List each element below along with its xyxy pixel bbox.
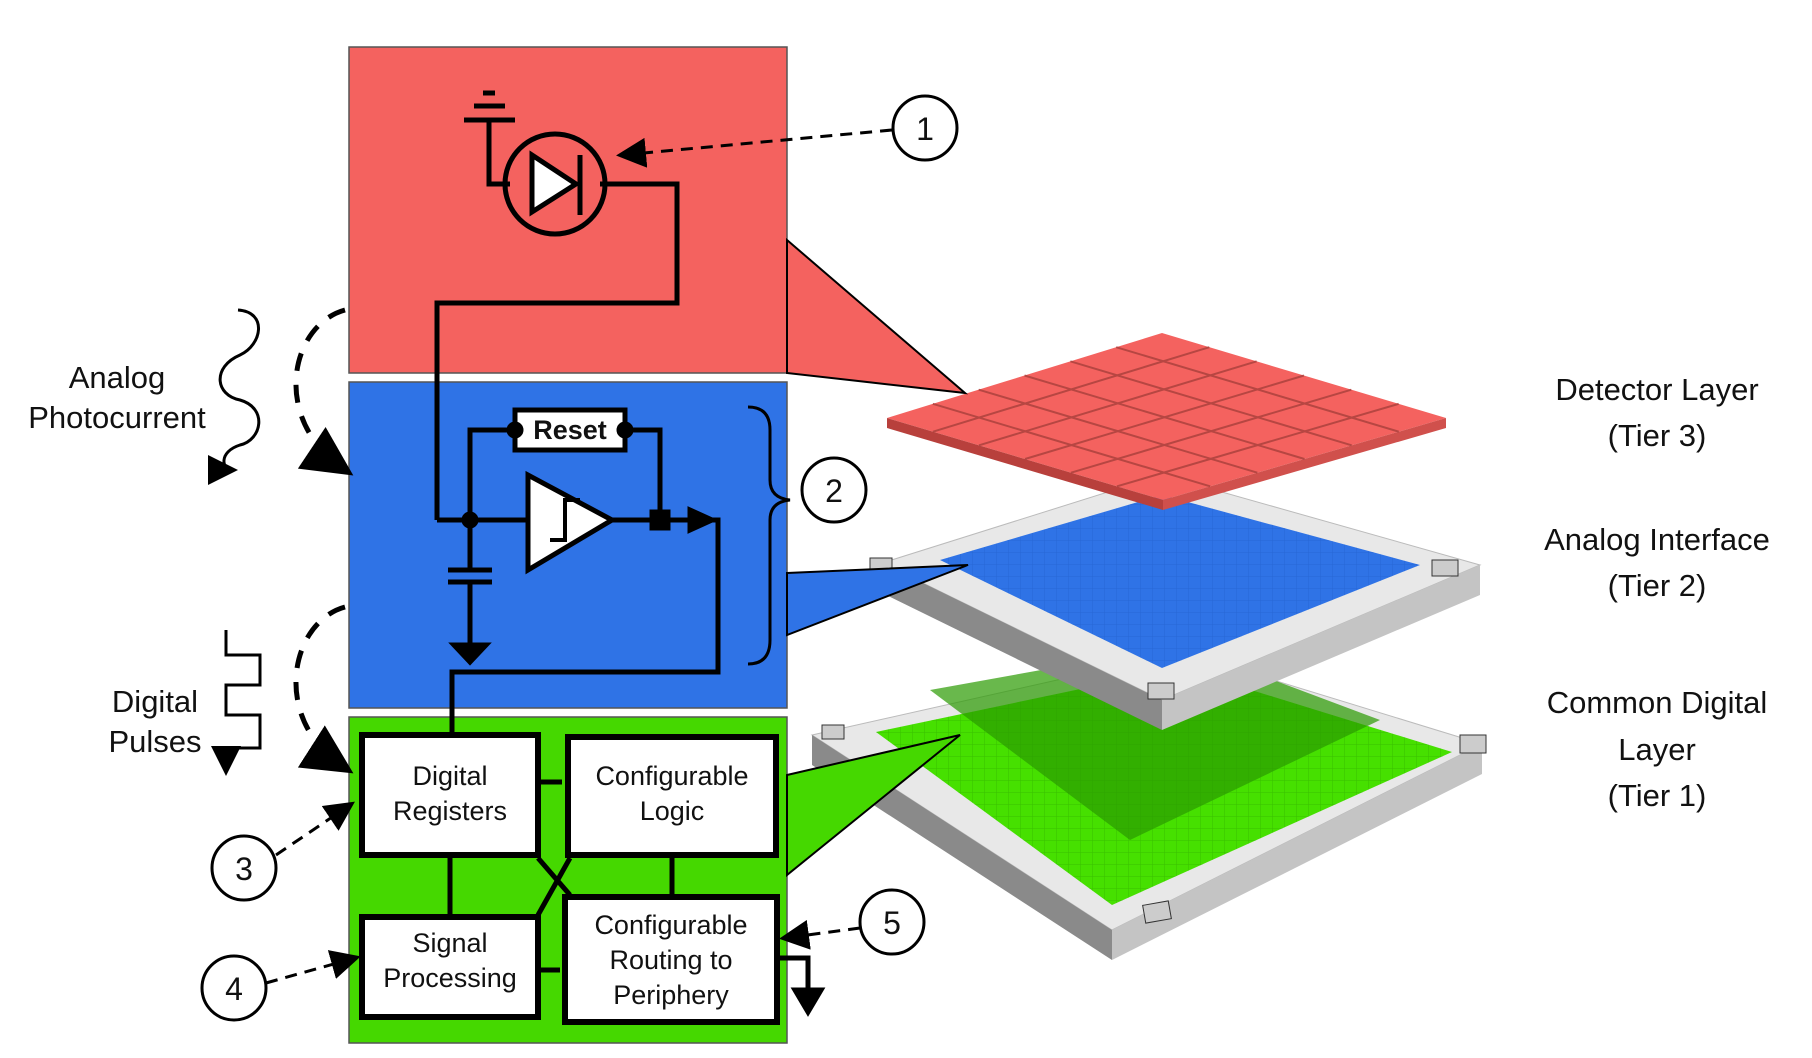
svg-text:3: 3 (235, 851, 253, 887)
configurable-logic-box: Configurable Logic (565, 734, 779, 858)
digital-pulses-label-2: Pulses (108, 724, 201, 759)
analog-photocurrent-label-1: Analog (69, 360, 166, 395)
svg-text:Digital: Digital (412, 761, 487, 791)
svg-text:Analog Interface: Analog Interface (1544, 522, 1770, 557)
callout-1: 1 (616, 94, 959, 168)
svg-text:(Tier 1): (Tier 1) (1608, 778, 1707, 813)
svg-text:Logic: Logic (640, 796, 705, 826)
svg-text:Layer: Layer (1618, 732, 1696, 767)
tier1-layer-3d (810, 645, 1487, 960)
svg-text:Routing to: Routing to (609, 945, 732, 975)
svg-text:(Tier 3): (Tier 3) (1608, 418, 1707, 453)
detector-pixel-gridline (1116, 402, 1399, 488)
callout-4: 4 (200, 950, 361, 1022)
svg-text:(Tier 2): (Tier 2) (1608, 568, 1707, 603)
callout-5: 5 (779, 888, 926, 956)
svg-text:Configurable: Configurable (595, 761, 748, 791)
signal-processing-box: Signal Processing (359, 914, 541, 1020)
analog-bracket (747, 405, 791, 666)
configurable-routing-box: Configurable Routing to Periphery (562, 894, 780, 1025)
svg-text:Processing: Processing (383, 963, 517, 993)
photodiode-symbol (434, 90, 680, 520)
svg-text:5: 5 (883, 905, 901, 941)
digital-pulses-label-1: Digital (112, 684, 198, 719)
callout-3: 3 (210, 801, 355, 902)
tier1-label: Common Digital Layer (Tier 1) (1547, 685, 1768, 813)
svg-text:Configurable: Configurable (594, 910, 747, 940)
flow-arrow-analog-to-digital (293, 604, 354, 774)
tier3-layer-3d (887, 333, 1446, 510)
tier2-layer-3d (869, 474, 1482, 730)
reset-amplifier-circuit (437, 407, 721, 735)
svg-text:Periphery: Periphery (613, 980, 729, 1010)
svg-text:Detector Layer: Detector Layer (1555, 372, 1758, 407)
svg-text:2: 2 (825, 473, 843, 509)
analog-photocurrent-label-2: Photocurrent (28, 400, 206, 435)
tier2-label: Analog Interface (Tier 2) (1544, 522, 1770, 603)
tier3-label: Detector Layer (Tier 3) (1555, 372, 1758, 453)
digital-pulse-icon (211, 630, 262, 776)
svg-text:4: 4 (225, 971, 243, 1007)
digital-wiring (447, 779, 826, 1017)
detector-block (348, 46, 969, 395)
svg-text:Signal: Signal (412, 928, 487, 958)
svg-text:Common Digital: Common Digital (1547, 685, 1768, 720)
reset-label: Reset (533, 415, 607, 445)
analog-wave-icon (207, 308, 261, 485)
flow-arrow-detector-to-analog (293, 307, 354, 476)
svg-text:1: 1 (916, 111, 934, 147)
callout-2: 2 (800, 456, 868, 524)
digital-registers-box: Digital Registers (359, 732, 541, 858)
svg-text:Registers: Registers (393, 796, 507, 826)
